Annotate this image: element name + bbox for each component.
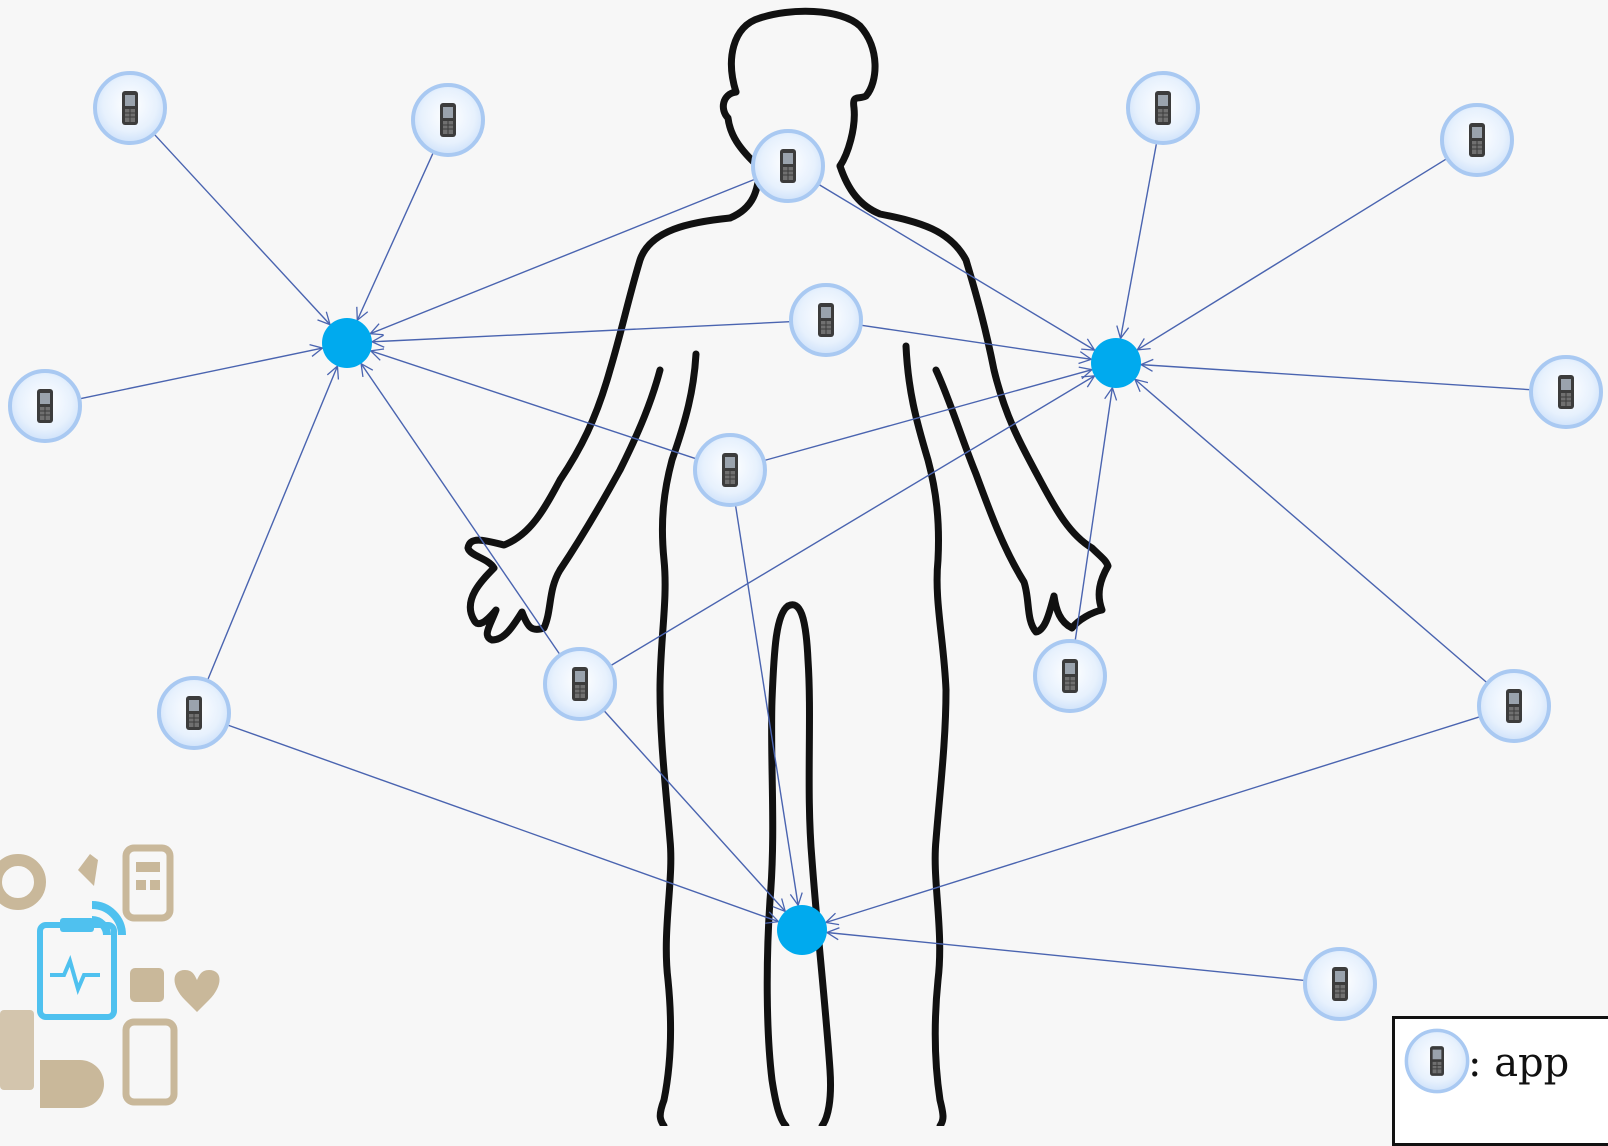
app-node-a14-mobile-phone-icon (1305, 949, 1375, 1019)
app-node-a1-mobile-phone-icon (95, 73, 165, 143)
app-node-a13-mobile-phone-icon (1479, 671, 1549, 741)
edge-a6-to-h3 (736, 506, 799, 906)
hub-node-h2 (1091, 338, 1141, 388)
decorative-medical-icons (0, 848, 220, 1108)
edge-a13-to-h2 (1135, 379, 1487, 682)
app-node-a8-mobile-phone-icon (159, 678, 229, 748)
edge-a9-to-h2 (1075, 388, 1112, 641)
edge-a10-to-h2 (1121, 143, 1157, 338)
edge-a8-to-h1 (208, 366, 338, 680)
hub-nodes (322, 318, 1141, 955)
edge-a5-to-h1 (372, 322, 790, 342)
edge-a3-to-h1 (80, 348, 322, 399)
app-node-a4-mobile-phone-icon (753, 131, 823, 201)
edge-a7-to-h3 (604, 711, 785, 912)
app-node-a7-mobile-phone-icon (545, 649, 615, 719)
edge-a6-to-h2 (765, 370, 1092, 461)
edge-a7-to-h1 (361, 364, 560, 655)
legend-label: : app (1468, 1040, 1569, 1086)
edge-a1-to-h1 (154, 134, 330, 324)
edge-a5-to-h2 (862, 325, 1092, 359)
legend-app-icon (1402, 1026, 1472, 1096)
app-nodes (10, 73, 1601, 1019)
app-node-a2-mobile-phone-icon (413, 85, 483, 155)
edge-a12-to-h2 (1141, 365, 1530, 390)
app-node-a12-mobile-phone-icon (1531, 357, 1601, 427)
edge-a2-to-h1 (357, 153, 433, 320)
edge-a4-to-h1 (370, 179, 754, 333)
hub-node-h3 (777, 905, 827, 955)
hub-node-h1 (322, 318, 372, 368)
app-node-a11-mobile-phone-icon (1442, 105, 1512, 175)
edge-a14-to-h3 (827, 932, 1304, 980)
edges (80, 134, 1530, 980)
app-node-a9-mobile-phone-icon (1035, 641, 1105, 711)
app-node-a10-mobile-phone-icon (1128, 73, 1198, 143)
edge-a11-to-h2 (1137, 159, 1446, 350)
edge-a8-to-h3 (228, 725, 779, 921)
app-node-a3-mobile-phone-icon (10, 371, 80, 441)
edge-a13-to-h3 (826, 717, 1480, 923)
app-node-a5-mobile-phone-icon (791, 285, 861, 355)
app-node-a6-mobile-phone-icon (695, 435, 765, 505)
